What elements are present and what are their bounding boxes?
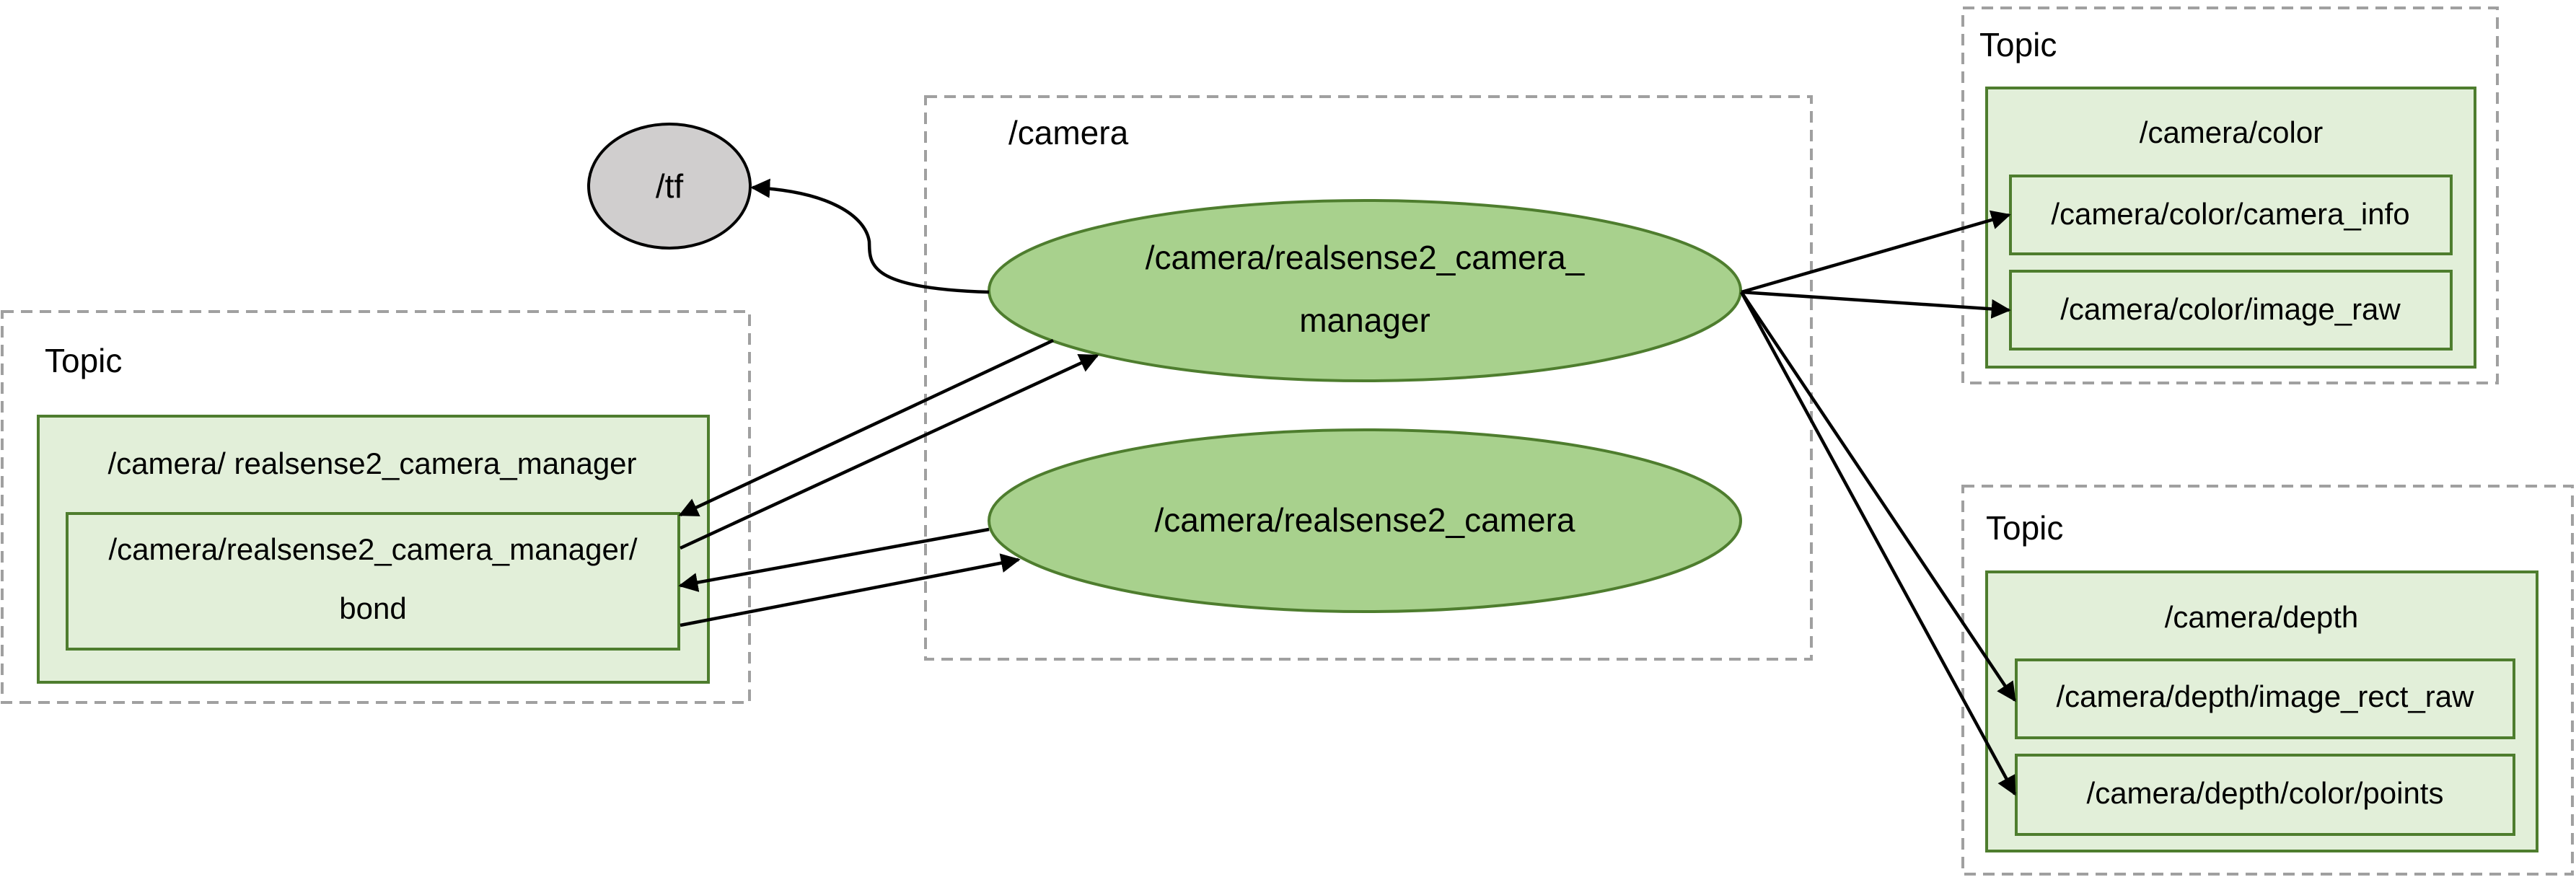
node-manager-ellipse [988,199,1742,382]
cluster-topic-depth-border [1961,485,2574,876]
topic-bond-label-line2: bond [339,591,406,625]
edge-manager-to-image-rect-raw [1740,291,2016,702]
cluster-topic-color-title: Topic [1979,26,2057,63]
node-realsense2-camera-manager[interactable]: /camera/realsense2_camera_ manager [988,199,1742,382]
edge-bond-to-realsense [680,553,1021,627]
cluster-topic-left-border [1,310,751,704]
topic-group-color: /camera/color /camera/color/camera_info … [1985,87,2476,369]
edge-bond-to-manager [680,353,1099,550]
topic-bond[interactable]: /camera/realsense2_camera_manager/ bond [66,512,680,651]
topic-points[interactable]: /camera/depth/color/points [2015,754,2515,836]
topic-bond-box [66,512,680,651]
topic-camera-info-box [2009,175,2453,255]
node-tf-ellipse [587,123,752,250]
edges [678,178,2016,796]
node-tf-label: /tf [656,167,684,205]
edge-manager-to-image-raw [1741,290,2011,319]
topic-points-label: /camera/depth/color/points [2087,776,2444,810]
topic-camera-info-label: /camera/color/camera_info [2051,197,2409,231]
edge-manager-to-camera-info [1741,210,2011,294]
topic-group-manager: /camera/ realsense2_camera_manager /came… [37,415,710,684]
cluster-topic-left-title: Topic [45,342,122,379]
node-realsense-ellipse [988,428,1742,613]
topic-image-raw-box [2009,270,2453,351]
cluster-topic-left: Topic [1,310,751,704]
topic-group-manager-title: /camera/ realsense2_camera_manager [107,446,636,480]
cluster-camera-border [924,95,1813,661]
topic-group-depth-title: /camera/depth [2165,600,2359,634]
edge-manager-to-points [1740,291,2016,796]
node-tf[interactable]: /tf [587,123,752,250]
topic-group-color-title: /camera/color [2140,115,2323,149]
node-manager-label-line1: /camera/realsense2_camera_ [1146,239,1586,276]
topic-points-box [2015,754,2515,836]
cluster-topic-depth: Topic [1961,485,2574,876]
node-manager-label-line2: manager [1299,301,1430,339]
topic-image-rect-raw[interactable]: /camera/depth/image_rect_raw [2015,658,2515,739]
edge-realsense-to-bond [678,527,990,592]
topic-camera-info[interactable]: /camera/color/camera_info [2009,175,2453,255]
topic-group-depth: /camera/depth /camera/depth/image_rect_r… [1985,570,2538,852]
node-realsense2-camera[interactable]: /camera/realsense2_camera [988,428,1742,613]
cluster-topic-color: Topic [1961,6,2499,384]
topic-image-raw[interactable]: /camera/color/image_raw [2009,270,2453,351]
cluster-topic-color-border [1961,6,2499,384]
topic-image-rect-raw-box [2015,658,2515,739]
topic-image-rect-raw-label: /camera/depth/image_rect_raw [2057,679,2475,713]
cluster-topic-depth-title: Topic [1986,509,2063,547]
cluster-camera-namespace: /camera [924,95,1813,661]
topic-image-raw-label: /camera/color/image_raw [2060,292,2401,326]
topic-bond-label-line1: /camera/realsense2_camera_manager/ [108,532,637,566]
node-realsense-label: /camera/realsense2_camera [1155,501,1575,539]
edge-manager-to-bond [678,338,1054,517]
edge-manager-to-tf [750,178,990,294]
cluster-camera-title: /camera [1008,114,1129,151]
